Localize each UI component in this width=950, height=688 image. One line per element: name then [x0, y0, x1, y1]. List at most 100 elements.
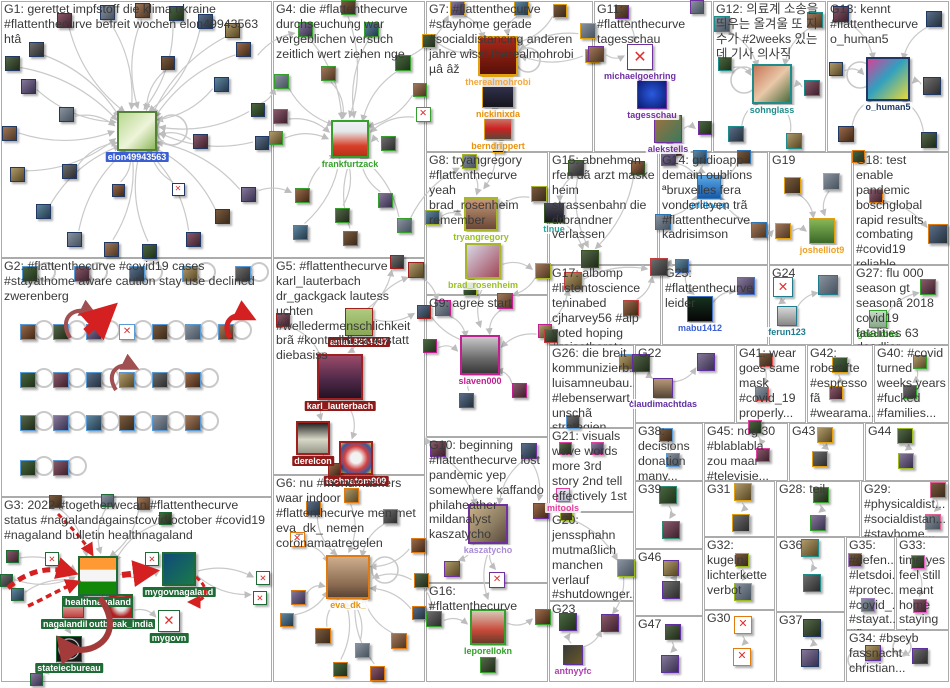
avatar-node[interactable] [185, 372, 201, 388]
avatar-node[interactable] [395, 55, 411, 71]
avatar-node[interactable] [255, 136, 269, 150]
avatar-node[interactable] [559, 613, 577, 631]
avatar-node[interactable] [714, 16, 730, 32]
avatar-node[interactable] [320, 65, 336, 81]
avatar-node[interactable] [755, 387, 769, 401]
avatar-node[interactable] [251, 103, 265, 117]
avatar-node[interactable] [535, 263, 551, 279]
node-o_human5[interactable] [866, 57, 910, 101]
node-eva_dk_[interactable] [326, 555, 370, 599]
avatar-node[interactable] [588, 46, 604, 62]
avatar-node[interactable] [280, 613, 294, 627]
avatar-node[interactable] [413, 83, 427, 97]
avatar-node[interactable] [214, 208, 230, 224]
avatar-node[interactable] [601, 614, 619, 632]
avatar-node[interactable] [100, 493, 114, 507]
avatar-node[interactable] [566, 415, 580, 429]
node-gridioapp[interactable] [697, 175, 721, 199]
avatar-node[interactable] [590, 441, 604, 455]
avatar-node[interactable] [544, 329, 558, 343]
avatar-node[interactable] [615, 5, 629, 19]
node-karl_lauterbach[interactable] [317, 354, 363, 400]
node-leporellokn[interactable] [470, 609, 506, 645]
avatar-node[interactable] [66, 231, 82, 247]
node-mygovnagaland[interactable] [162, 552, 196, 586]
avatar-node[interactable] [623, 300, 639, 316]
avatar-node[interactable] [417, 305, 431, 319]
avatar-node[interactable] [185, 324, 201, 340]
avatar-node[interactable] [235, 266, 251, 282]
node-michaelgoehring[interactable]: ✕ [627, 44, 653, 70]
missing-image-node[interactable]: ✕ [253, 591, 267, 605]
missing-image-node[interactable]: ✕ [415, 106, 431, 122]
avatar-node[interactable] [86, 415, 102, 431]
avatar-node[interactable] [5, 549, 19, 563]
node-gheckbas[interactable] [869, 310, 887, 328]
avatar-node[interactable] [535, 609, 551, 625]
avatar-node[interactable] [775, 223, 791, 239]
avatar-node[interactable] [832, 357, 848, 373]
avatar-node[interactable] [804, 80, 820, 96]
avatar-node[interactable] [20, 372, 36, 388]
avatar-node[interactable] [511, 382, 527, 398]
avatar-node[interactable] [61, 163, 77, 179]
avatar-node[interactable] [129, 266, 145, 282]
avatar-node[interactable] [564, 272, 582, 290]
avatar-node[interactable] [269, 131, 283, 145]
avatar-node[interactable] [20, 460, 36, 476]
avatar-node[interactable] [161, 56, 175, 70]
avatar-node[interactable] [521, 443, 537, 459]
avatar-node[interactable] [28, 41, 44, 57]
avatar-node[interactable] [553, 4, 567, 18]
avatar-node[interactable] [817, 427, 833, 443]
avatar-node[interactable] [136, 496, 150, 510]
avatar-node[interactable] [655, 214, 671, 230]
avatar-node[interactable] [865, 645, 881, 661]
node-mygovn[interactable]: ✕ [158, 610, 180, 632]
avatar-node[interactable] [315, 628, 331, 644]
avatar-node[interactable] [10, 587, 24, 601]
avatar-node[interactable] [737, 277, 755, 295]
avatar-node[interactable] [807, 12, 823, 28]
missing-image-node[interactable]: ✕ [289, 531, 305, 547]
avatar-node[interactable] [343, 487, 359, 503]
node-derelcon[interactable] [296, 421, 330, 455]
avatar-node[interactable] [390, 255, 404, 269]
avatar-node[interactable] [659, 486, 677, 504]
avatar-node[interactable] [185, 231, 201, 247]
avatar-node[interactable] [665, 624, 681, 640]
avatar-node[interactable] [20, 415, 36, 431]
node-ania18294437[interactable] [345, 308, 373, 336]
avatar-node[interactable] [661, 655, 679, 673]
avatar-node[interactable] [20, 324, 36, 340]
avatar-node[interactable] [659, 428, 673, 442]
avatar-node[interactable] [29, 672, 43, 686]
avatar-node[interactable] [829, 62, 843, 76]
avatar-node[interactable] [422, 34, 436, 48]
avatar-node[interactable] [354, 642, 370, 658]
node-mitools[interactable] [556, 488, 570, 502]
avatar-node[interactable] [921, 132, 937, 148]
avatar-node[interactable] [732, 514, 750, 532]
avatar-node[interactable] [728, 126, 744, 142]
avatar-node[interactable] [558, 441, 572, 455]
avatar-node[interactable] [410, 537, 426, 553]
avatar-node[interactable] [56, 12, 72, 28]
avatar-node[interactable] [396, 217, 412, 233]
avatar-node[interactable] [197, 13, 213, 29]
node-antnyyfc[interactable] [563, 645, 583, 665]
avatar-node[interactable] [568, 160, 584, 176]
avatar-node[interactable] [675, 259, 689, 273]
avatar-node[interactable] [458, 392, 474, 408]
avatar-node[interactable] [662, 521, 680, 539]
avatar-node[interactable] [294, 187, 310, 203]
avatar-node[interactable] [580, 23, 596, 39]
avatar-node[interactable] [898, 453, 914, 469]
avatar-node[interactable] [449, 0, 465, 16]
avatar-node[interactable] [103, 241, 119, 257]
node-ferun123[interactable] [777, 306, 797, 326]
avatar-node[interactable] [913, 599, 927, 613]
avatar-node[interactable] [152, 324, 168, 340]
avatar-node[interactable] [801, 649, 819, 667]
avatar-node[interactable] [185, 415, 201, 431]
